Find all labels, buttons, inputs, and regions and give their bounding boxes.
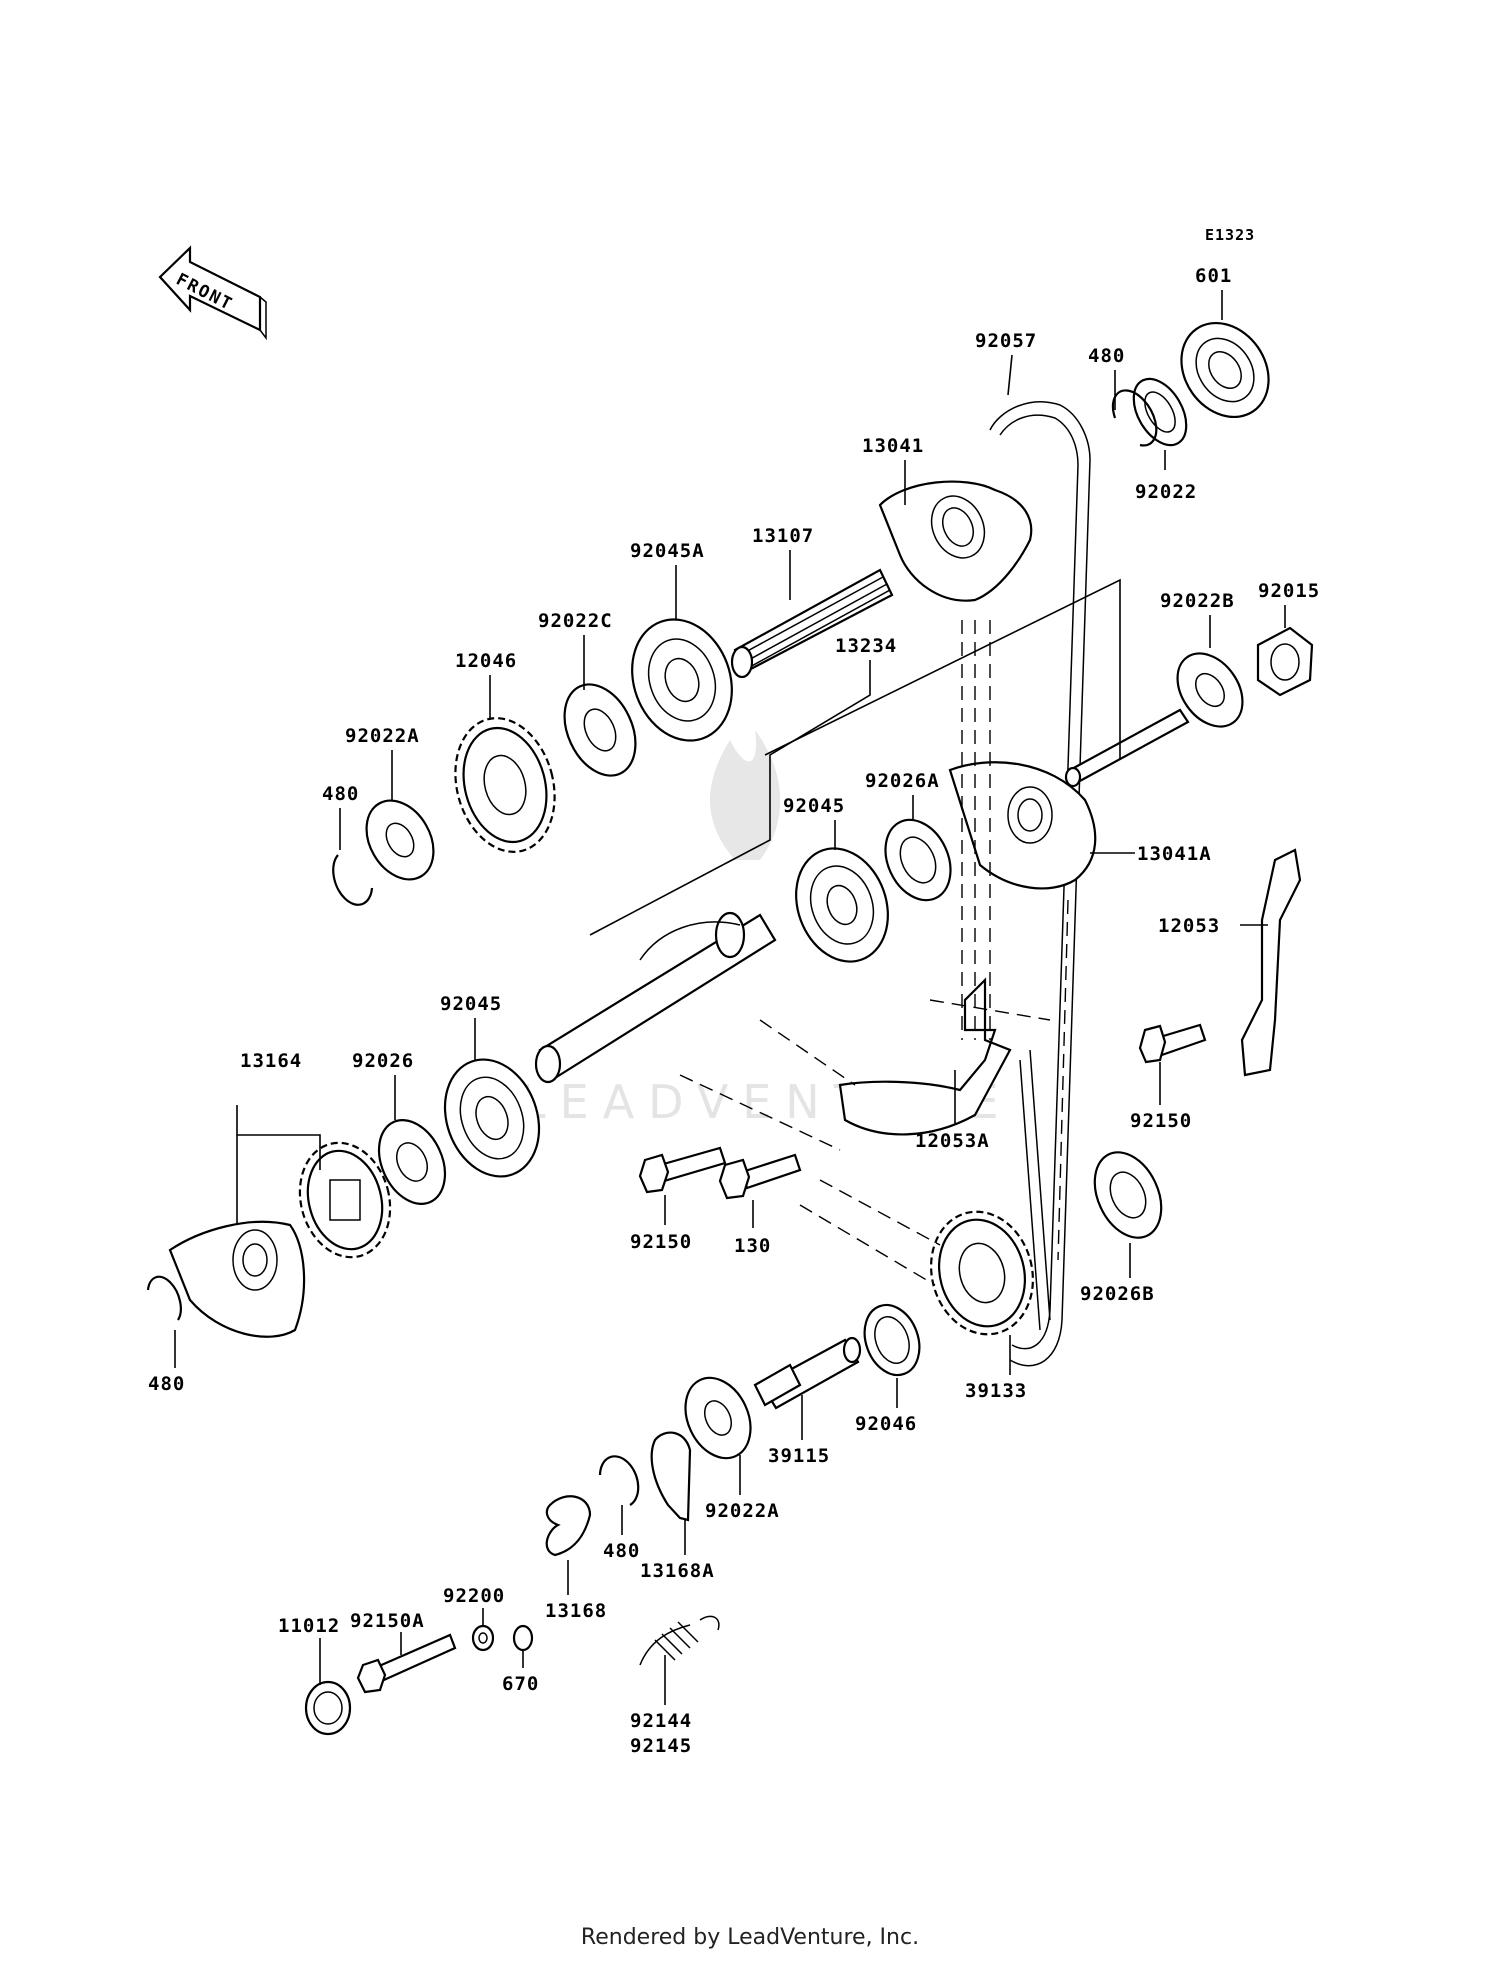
label-13168A: 13168A [640,1560,715,1582]
label-13234: 13234 [835,635,897,657]
label-12053: 12053 [1158,915,1220,937]
part-92015-nut[interactable] [1256,626,1314,697]
label-92045-mid: 92045 [783,795,845,817]
label-92026A: 92026A [865,770,940,792]
footer-credit: Rendered by LeadVenture, Inc. [580,1925,920,1950]
part-480-circlip-bottom[interactable] [146,1275,182,1321]
label-13107: 13107 [752,525,814,547]
label-480-top: 480 [1088,345,1125,367]
label-12053A: 12053A [915,1130,990,1152]
label-92022: 92022 [1135,481,1197,503]
label-92145: 92145 [630,1735,692,1757]
part-13164-sprocket[interactable] [287,1133,402,1268]
label-13041A: 13041A [1137,843,1212,865]
part-480-circlip-left[interactable] [332,854,374,906]
label-480-left: 480 [322,783,359,805]
part-92150A-bolt[interactable] [356,1633,457,1694]
part-13107-shaft[interactable] [730,568,894,679]
part-92022A-washer-low[interactable] [673,1367,763,1468]
part-stud[interactable] [1064,708,1190,788]
part-480-circlip-low[interactable] [598,1455,640,1506]
part-39115-shaft[interactable] [753,1336,862,1410]
part-92150-bolt-mid[interactable] [638,1146,727,1194]
part-92022C-washer[interactable] [551,673,650,787]
part-92026-washer[interactable] [366,1109,458,1214]
part-92026A-washer[interactable] [873,809,963,910]
label-92144: 92144 [630,1710,692,1732]
part-92046-needle-bearing[interactable] [855,1297,928,1382]
label-670: 670 [502,1673,539,1695]
label-92022A-low: 92022A [705,1500,780,1522]
label-92046: 92046 [855,1413,917,1435]
part-12053-plate[interactable] [1240,848,1302,1077]
part-92022-washer[interactable] [1123,370,1197,454]
label-13168: 13168 [545,1600,607,1622]
label-92026: 92026 [352,1050,414,1072]
label-11012: 11012 [278,1615,340,1637]
label-92150A: 92150A [350,1610,425,1632]
part-92022B-washer[interactable] [1164,641,1256,739]
label-92150-mid: 92150 [630,1231,692,1253]
part-601-bearing[interactable] [1164,306,1287,434]
part-39133-sprocket[interactable] [918,1200,1047,1346]
part-130-bolt[interactable] [718,1153,802,1200]
part-labels: 601 480 92057 92022 13041 13107 92045A 9… [148,265,1320,1757]
part-13041-cam[interactable] [878,480,1033,602]
part-92150-bolt-right[interactable] [1138,1023,1207,1064]
diagram-code: E1323 [1205,226,1255,244]
part-13164-cam[interactable] [168,1220,306,1338]
leader-lines [174,290,1286,1705]
front-direction-arrow: FRONT [158,245,267,341]
label-92022C: 92022C [538,610,613,632]
label-480-bottom: 480 [148,1373,185,1395]
label-601: 601 [1195,265,1232,287]
part-92045-bearing-low[interactable] [429,1046,555,1190]
label-92200: 92200 [443,1585,505,1607]
part-92045A-bearing[interactable] [616,605,749,754]
part-13168-lever[interactable] [545,1495,592,1557]
part-92144-spring[interactable] [639,1615,720,1666]
label-39133: 39133 [965,1380,1027,1402]
part-12046-sprocket[interactable] [441,707,569,863]
part-92022A-washer-top[interactable] [353,789,447,892]
part-13168A-plate[interactable] [650,1431,692,1522]
part-11012-cap[interactable] [304,1680,352,1736]
label-13164: 13164 [240,1050,302,1072]
label-92045-low: 92045 [440,993,502,1015]
label-39115: 39115 [768,1445,830,1467]
label-92015: 92015 [1258,580,1320,602]
part-480-circlip-top[interactable] [1111,389,1158,447]
label-92022A-top: 92022A [345,725,420,747]
label-480-low: 480 [603,1540,640,1562]
label-130: 130 [734,1235,771,1257]
label-92026B: 92026B [1080,1283,1155,1305]
part-13041A-cam[interactable] [948,761,1097,890]
label-92022B: 92022B [1160,590,1235,612]
label-92057: 92057 [975,330,1037,352]
label-92045A: 92045A [630,540,705,562]
label-13041: 13041 [862,435,924,457]
part-92026B-washer[interactable] [1082,1142,1174,1249]
part-13234-shaft[interactable] [534,911,777,1084]
label-12046: 12046 [455,650,517,672]
part-12053A-guide[interactable] [838,977,1012,1136]
part-92200-washer[interactable] [471,1624,495,1652]
label-92150-right: 92150 [1130,1110,1192,1132]
part-92045-bearing-mid[interactable] [781,835,903,974]
alignment-lines [679,620,1069,1286]
part-92057-chain[interactable] [989,401,1091,1367]
part-670-o-ring[interactable] [512,1624,534,1652]
